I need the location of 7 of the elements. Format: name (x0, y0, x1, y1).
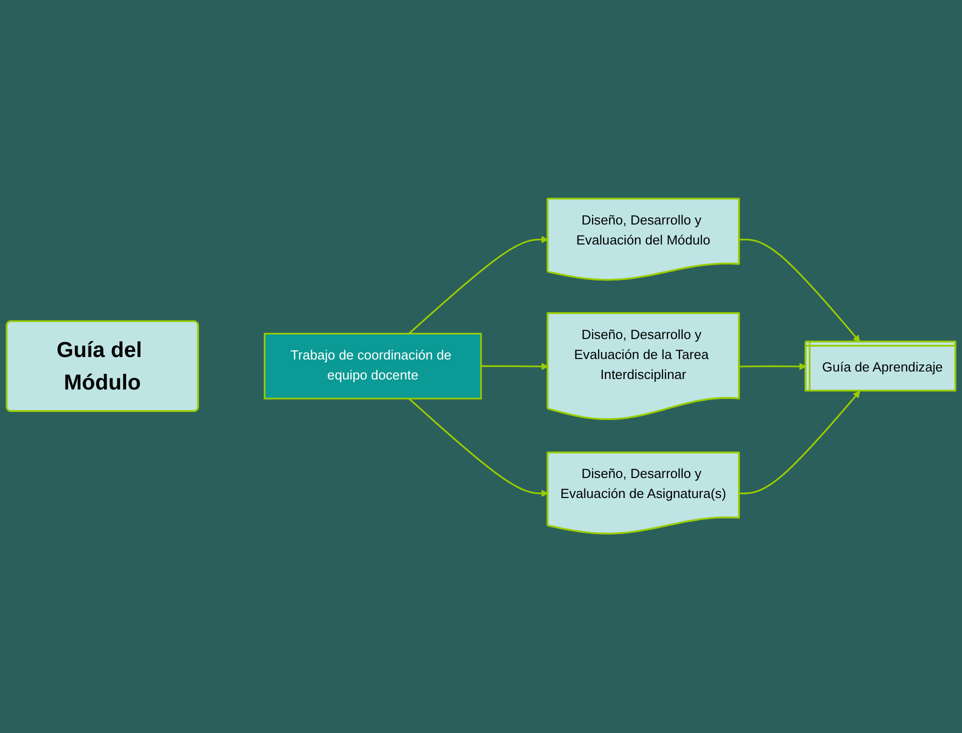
arrow (408, 398, 548, 498)
arrow (408, 236, 548, 335)
arrow (739, 363, 806, 370)
node-box: Trabajo de coordinación de equipo docente (264, 333, 482, 400)
arrow (481, 363, 548, 370)
arrow (739, 391, 860, 495)
arrow (739, 239, 860, 343)
